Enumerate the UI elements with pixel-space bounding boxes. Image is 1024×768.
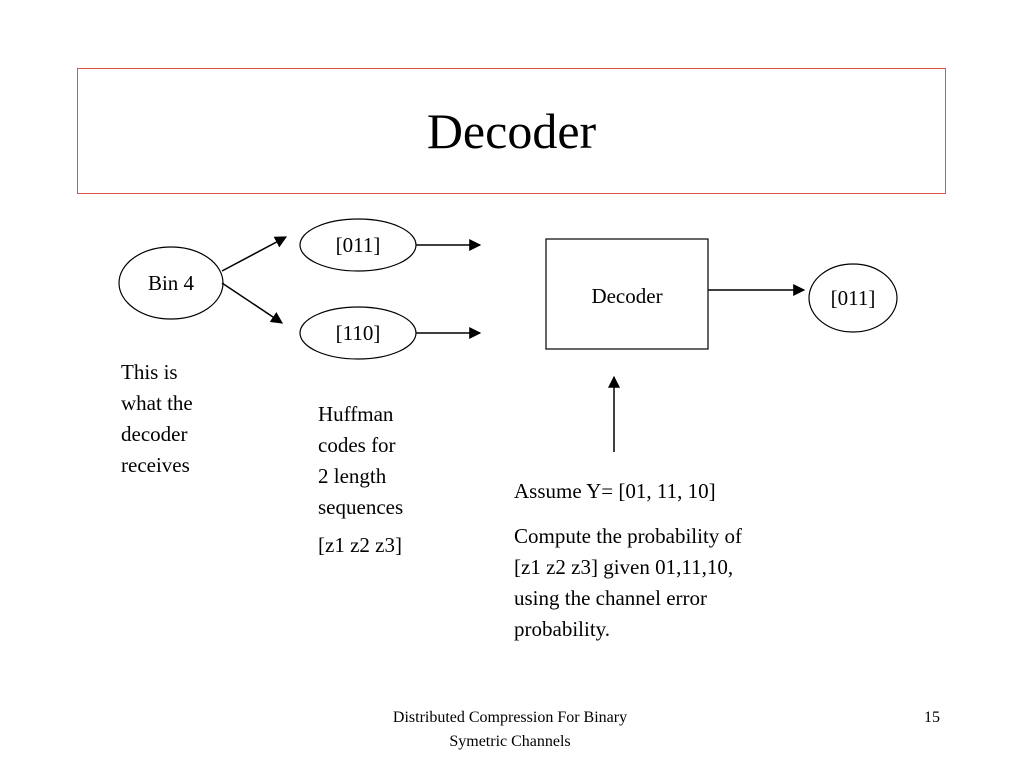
- footer-line: Symetric Channels: [449, 733, 571, 750]
- output-node: [808, 263, 898, 333]
- slide-title: Decoder: [426, 103, 597, 159]
- compute-line: Compute the probability of: [514, 524, 743, 548]
- note-receives: This is what the decoder receives: [121, 357, 193, 481]
- note-receives-line: what the: [121, 391, 193, 415]
- compute-line: using the channel error: [514, 586, 708, 610]
- arrow-bin-to-top-code: [221, 236, 288, 272]
- compute-line: [z1 z2 z3] given 01,11,10,: [514, 555, 734, 579]
- page-number: 15: [924, 709, 940, 726]
- compute-line: probability.: [514, 617, 611, 641]
- top-code-label: [011]: [336, 233, 381, 257]
- assume-line: Assume Y= [01, 11, 10]: [514, 479, 716, 503]
- title-box: Decoder: [77, 68, 946, 194]
- note-huffman-line: codes for: [318, 433, 396, 457]
- note-huffman-line: Huffman: [318, 402, 394, 426]
- bin-label: Bin 4: [148, 271, 195, 295]
- decoder-box-label: Decoder: [591, 284, 662, 308]
- note-huffman: Huffman codes for 2 length sequences [z1…: [318, 399, 403, 561]
- arrow-bin-to-bottom-code: [221, 282, 283, 324]
- decoder-box: [545, 238, 709, 350]
- note-receives-line: decoder: [121, 422, 188, 446]
- footer-title: Distributed Compression For Binary Symet…: [340, 706, 680, 754]
- output-label: [011]: [831, 286, 876, 310]
- note-huffman-line: sequences: [318, 495, 404, 519]
- bottom-code-label: [110]: [336, 321, 381, 345]
- note-receives-line: receives: [121, 453, 190, 477]
- footer-line: Distributed Compression For Binary: [392, 709, 628, 726]
- note-receives-line: This is: [121, 360, 178, 384]
- note-compute: Assume Y= [01, 11, 10] Compute the proba…: [514, 476, 742, 645]
- note-z-sequence: [z1 z2 z3]: [318, 533, 402, 557]
- note-huffman-line: 2 length: [318, 464, 387, 488]
